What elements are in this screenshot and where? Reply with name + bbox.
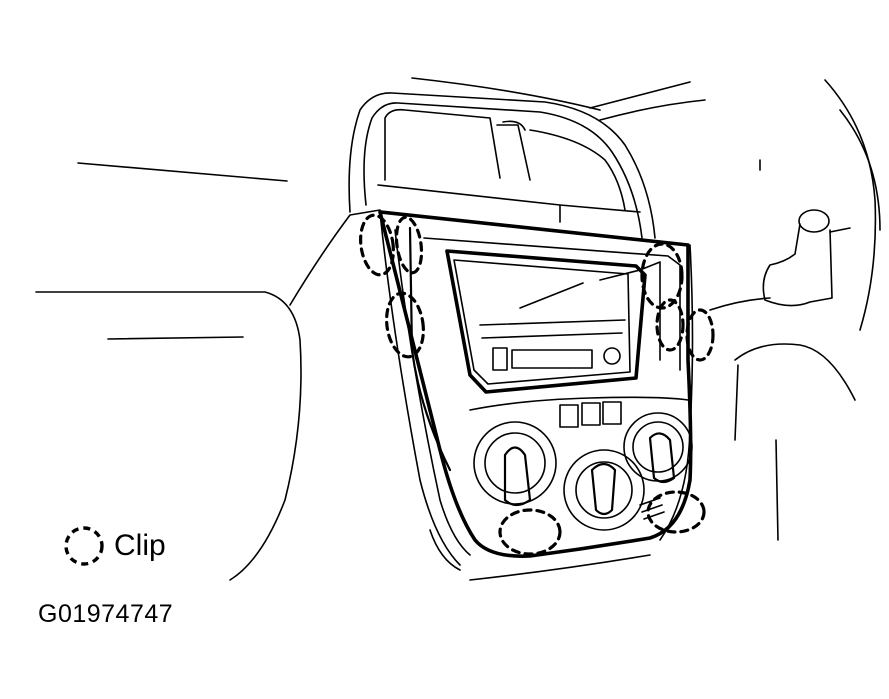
left-knob (473, 421, 557, 505)
figure-code: G01974747 (38, 600, 174, 628)
clip-marker (385, 291, 425, 359)
dashboard-outline (35, 77, 881, 581)
clip-marker (646, 490, 706, 534)
climate-panel (469, 396, 693, 531)
clip-markers (359, 213, 715, 556)
clip-marker (394, 215, 424, 275)
center-bezel (378, 210, 693, 558)
legend: Clip (62, 524, 166, 568)
legend-label: Clip (114, 529, 166, 562)
right-knob (623, 412, 693, 482)
center-knob (563, 449, 645, 531)
clip-marker (498, 508, 562, 556)
clip-marker (640, 242, 684, 310)
dashed-circle-icon (64, 526, 104, 566)
clip-marker (655, 298, 685, 352)
clip-marker (685, 308, 715, 362)
upper-console (348, 92, 656, 239)
gear-shifter (709, 209, 856, 541)
clip-marker (359, 213, 395, 277)
audio-unit (445, 249, 661, 394)
